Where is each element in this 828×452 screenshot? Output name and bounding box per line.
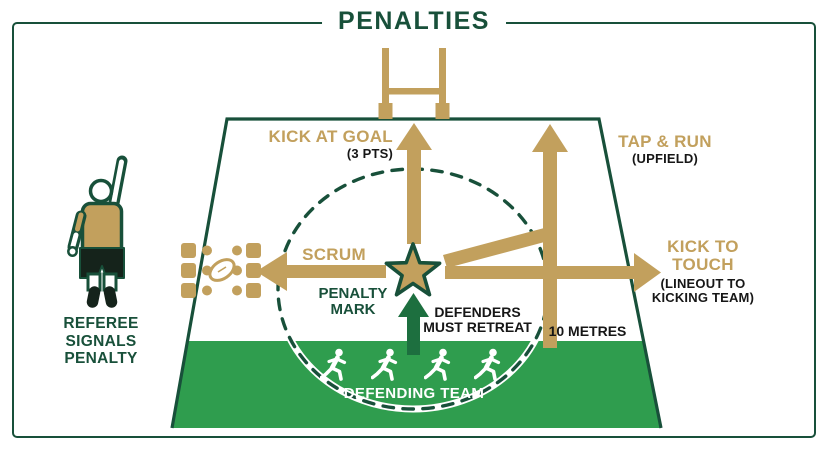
scrum-label: SCRUM: [302, 245, 366, 264]
tap-and-run-title: TAP & RUN: [618, 132, 712, 151]
kick-at-goal-title: KICK AT GOAL: [268, 127, 393, 146]
kick-to-touch-label: KICK TO TOUCH (LINEOUT TO KICKING TEAM): [632, 237, 774, 305]
scrum-arrow: [256, 252, 386, 291]
tap-and-run-arrow: [443, 124, 568, 348]
tap-and-run-label: TAP & RUN (UPFIELD): [595, 132, 735, 167]
page-title: PENALTIES: [322, 8, 506, 35]
kick-to-touch-title: KICK TO TOUCH: [667, 237, 739, 275]
referee-caption: REFEREE SIGNALS PENALTY: [63, 315, 139, 367]
referee-raised-arm-icon: [67, 155, 128, 308]
kick-to-touch-sub: (LINEOUT TO KICKING TEAM): [651, 275, 755, 305]
scrum-packs-ball-icon: [181, 243, 261, 298]
defending-team-label: DEFENDING TEAM: [343, 385, 485, 402]
rugby-goal-posts-icon: [378, 48, 450, 119]
kick-at-goal-arrow: [396, 123, 432, 244]
kick-to-touch-arrow: [445, 253, 661, 292]
defending-zone: [172, 341, 661, 428]
ten-metres-label: 10 METRES: [548, 323, 627, 339]
penalty-mark-label: PENALTY MARK: [318, 285, 388, 319]
kick-at-goal-label: KICK AT GOAL (3 PTS): [223, 127, 393, 162]
defenders-retreat-arrow: [398, 293, 429, 355]
kick-at-goal-points: (3 PTS): [346, 146, 393, 162]
penalty-mark-star-icon: [384, 242, 442, 297]
defenders-retreat-label: DEFENDERS MUST RETREAT: [423, 304, 532, 336]
tap-and-run-sub: (UPFIELD): [631, 151, 699, 167]
